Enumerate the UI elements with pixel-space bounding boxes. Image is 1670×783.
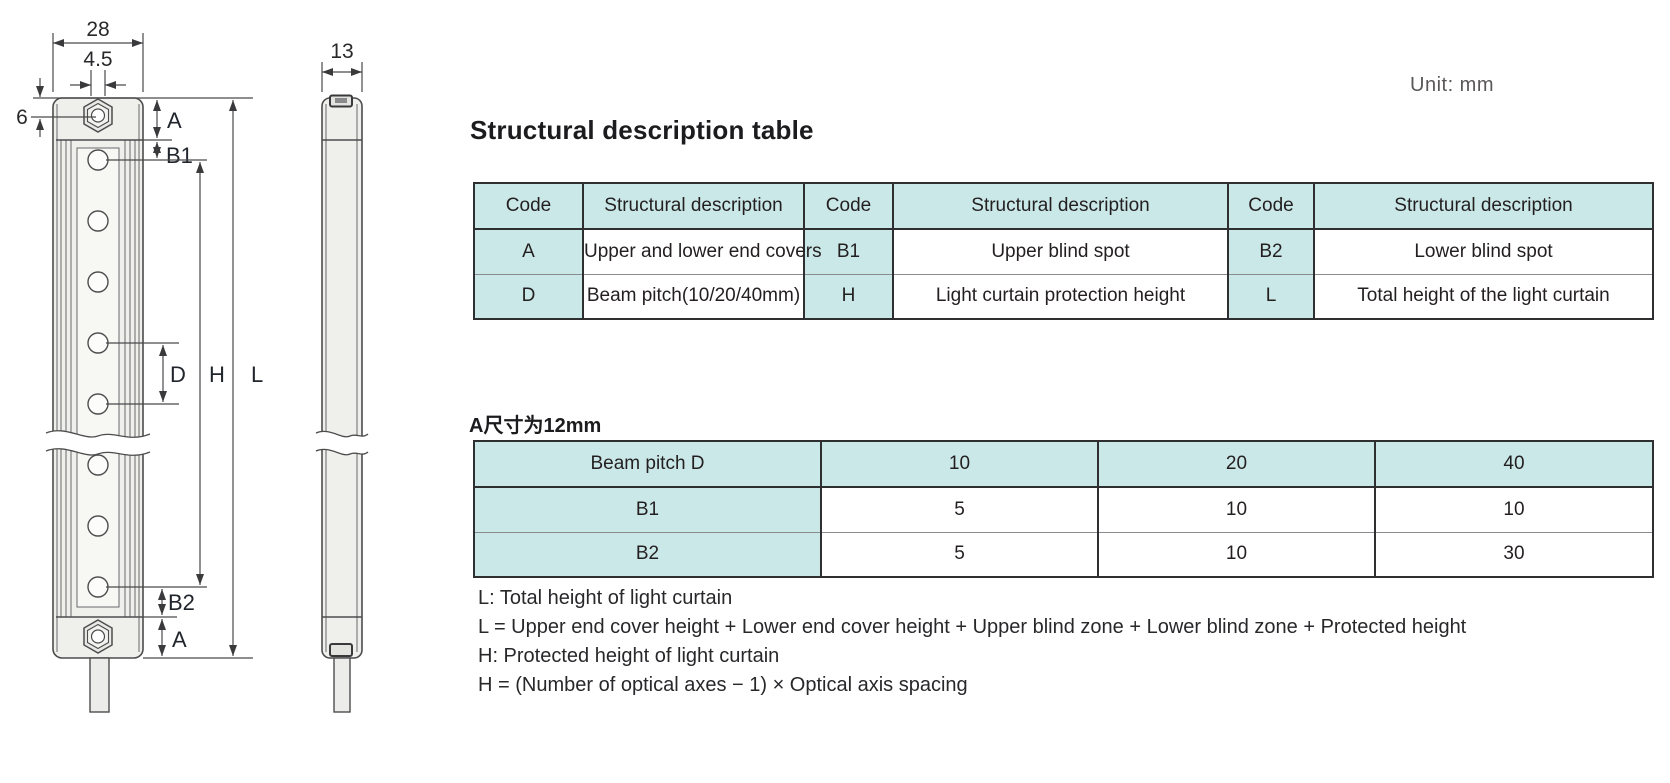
- code-cell: B1: [473, 487, 822, 533]
- front-view: [45, 97, 151, 713]
- table-header-row: Code Structural description Code Structu…: [473, 182, 1654, 230]
- technical-drawing: 28 4.5 6 A B1 D: [16, 18, 369, 713]
- unit-label: Unit: mm: [1410, 74, 1494, 96]
- label-d: D: [170, 362, 186, 387]
- label-b2: B2: [168, 590, 195, 615]
- description-cell: Light curtain protection height: [892, 274, 1229, 320]
- table-row: A Upper and lower end covers B1 Upper bl…: [473, 229, 1654, 275]
- notes-block: L: Total height of light curtain L = Upp…: [478, 584, 1466, 700]
- label-a-bottom: A: [172, 627, 187, 652]
- code-cell: B2: [473, 532, 822, 578]
- cable-side: [333, 657, 351, 713]
- side-view: [315, 94, 369, 713]
- description-cell: Total height of the light curtain: [1313, 274, 1654, 320]
- code-cell: H: [803, 274, 894, 320]
- header-cell: Beam pitch D: [473, 440, 822, 488]
- header-cell: Code: [803, 182, 894, 230]
- label-l: L: [251, 362, 263, 387]
- dim-6: 6: [16, 106, 28, 129]
- note-line: L: Total height of light curtain: [478, 587, 733, 609]
- beam-pitch-table: Beam pitch D 10 20 40 B1 5 10 10 B2 5 10…: [473, 440, 1654, 578]
- note-line: H: Protected height of light curtain: [478, 645, 780, 667]
- header-cell: Code: [473, 182, 584, 230]
- dim-28: 28: [86, 18, 109, 41]
- connector-bottom: [329, 643, 353, 657]
- header-cell: 40: [1374, 440, 1654, 488]
- code-cell: B1: [803, 229, 894, 275]
- code-cell: D: [473, 274, 584, 320]
- hex-nut-bottom: [83, 619, 113, 654]
- note-line: L = Upper end cover height + Lower end c…: [478, 616, 1467, 638]
- header-cell: Code: [1227, 182, 1315, 230]
- description-cell: Upper and lower end covers: [582, 229, 822, 275]
- description-cell: Beam pitch(10/20/40mm): [582, 274, 805, 320]
- code-cell: L: [1227, 274, 1315, 320]
- table-header-row: Beam pitch D 10 20 40: [473, 440, 1654, 488]
- description-cell: Lower blind spot: [1313, 229, 1654, 275]
- section1-title: Structural description table: [470, 115, 814, 145]
- structural-description-table: Code Structural description Code Structu…: [473, 182, 1654, 320]
- label-b1: B1: [166, 143, 193, 168]
- label-a-top: A: [167, 108, 182, 133]
- description-cell: Upper blind spot: [892, 229, 1229, 275]
- header-cell: 20: [1097, 440, 1376, 488]
- table-row: B2 5 10 30: [473, 532, 1654, 578]
- dimension-lines: 28 4.5 6 A B1 D: [16, 18, 363, 659]
- value-cell: 10: [1374, 487, 1654, 533]
- table-row: D Beam pitch(10/20/40mm) H Light curtain…: [473, 274, 1654, 320]
- header-cell: Structural description: [1313, 182, 1654, 230]
- note-line: H = (Number of optical axes − 1) × Optic…: [478, 674, 968, 696]
- code-cell: B2: [1227, 229, 1315, 275]
- header-cell: 10: [820, 440, 1099, 488]
- value-cell: 10: [1097, 487, 1376, 533]
- hex-nut-top: [83, 98, 113, 133]
- value-cell: 5: [820, 532, 1099, 578]
- value-cell: 30: [1374, 532, 1654, 578]
- code-cell: A: [473, 229, 584, 275]
- value-cell: 5: [820, 487, 1099, 533]
- label-h: H: [209, 362, 225, 387]
- cable-front: [89, 657, 110, 713]
- dim-13: 13: [330, 40, 353, 63]
- table-row: B1 5 10 10: [473, 487, 1654, 533]
- dim-4-5: 4.5: [83, 48, 112, 71]
- header-cell: Structural description: [582, 182, 805, 230]
- value-cell: 10: [1097, 532, 1376, 578]
- section2-title: A尺寸为12mm: [469, 415, 602, 437]
- header-cell: Structural description: [892, 182, 1229, 230]
